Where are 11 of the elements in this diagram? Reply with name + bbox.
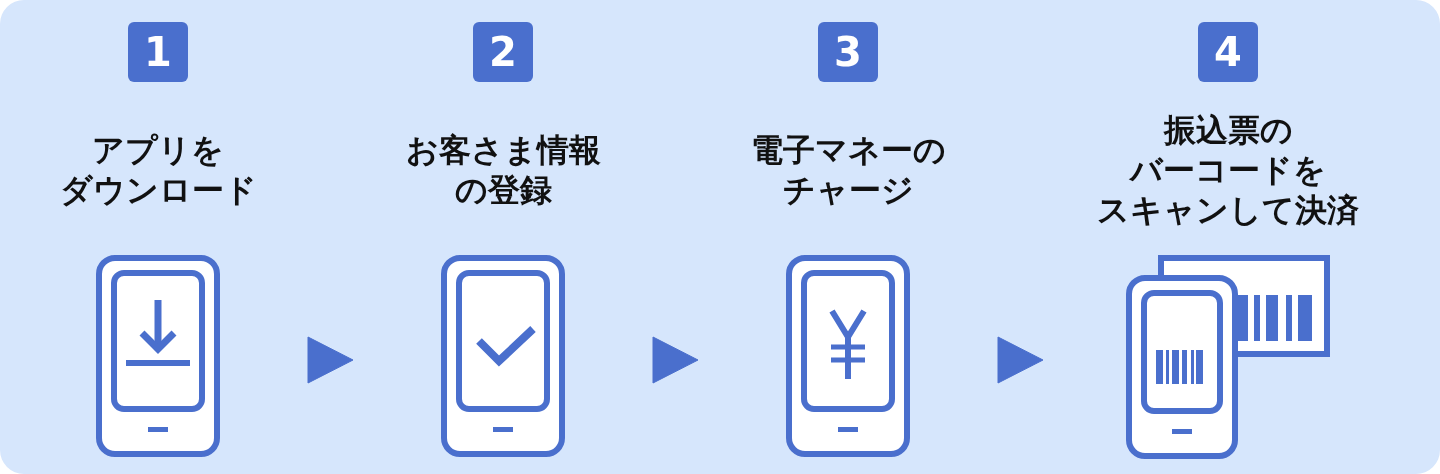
arrow: [652, 336, 699, 384]
arrow: [997, 336, 1044, 384]
step-number: 4: [1198, 22, 1258, 82]
step-title: お客さま情報の登録: [404, 130, 602, 210]
step-title: 振込票のバーコードをスキャンして決済: [1096, 110, 1360, 230]
step-title: アプリをダウンロード: [58, 130, 258, 210]
step-title: 電子マネーのチャージ: [749, 130, 947, 210]
step-number: 3: [818, 22, 878, 82]
step-number: 1: [128, 22, 188, 82]
step-number: 2: [473, 22, 533, 82]
arrow: [307, 336, 354, 384]
